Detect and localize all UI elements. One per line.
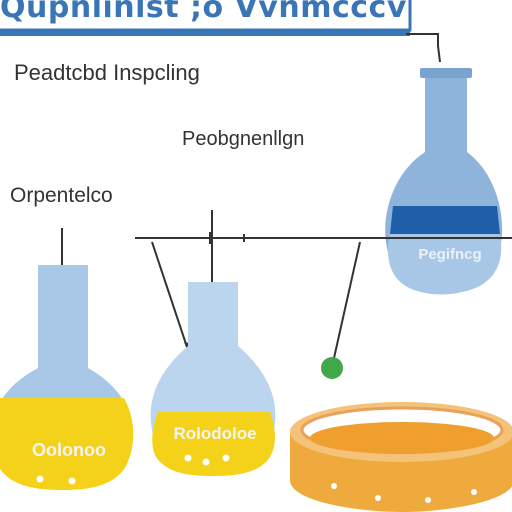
green-indicator (321, 357, 343, 379)
title-underline (0, 30, 410, 36)
left-flask-label: Oolonoo (32, 440, 106, 460)
orange-dish (290, 402, 512, 512)
right-flask-label: Pegifncg (418, 246, 482, 263)
heading-middle: Peobgnenllgn (182, 128, 305, 150)
middle-flask-label: Rolodoloe (173, 424, 257, 443)
middle-flask (150, 282, 276, 476)
hanging-wire (406, 33, 441, 63)
indicator-string (333, 241, 361, 359)
heading-top-left: Peadtcbd Inspcling (14, 60, 200, 85)
diagonal-wire (151, 241, 189, 351)
left-flask (0, 265, 134, 490)
page-title: Qupnlinlst ;o Vvnmcccv (0, 0, 407, 25)
heading-left: Orpentelco (10, 184, 113, 207)
